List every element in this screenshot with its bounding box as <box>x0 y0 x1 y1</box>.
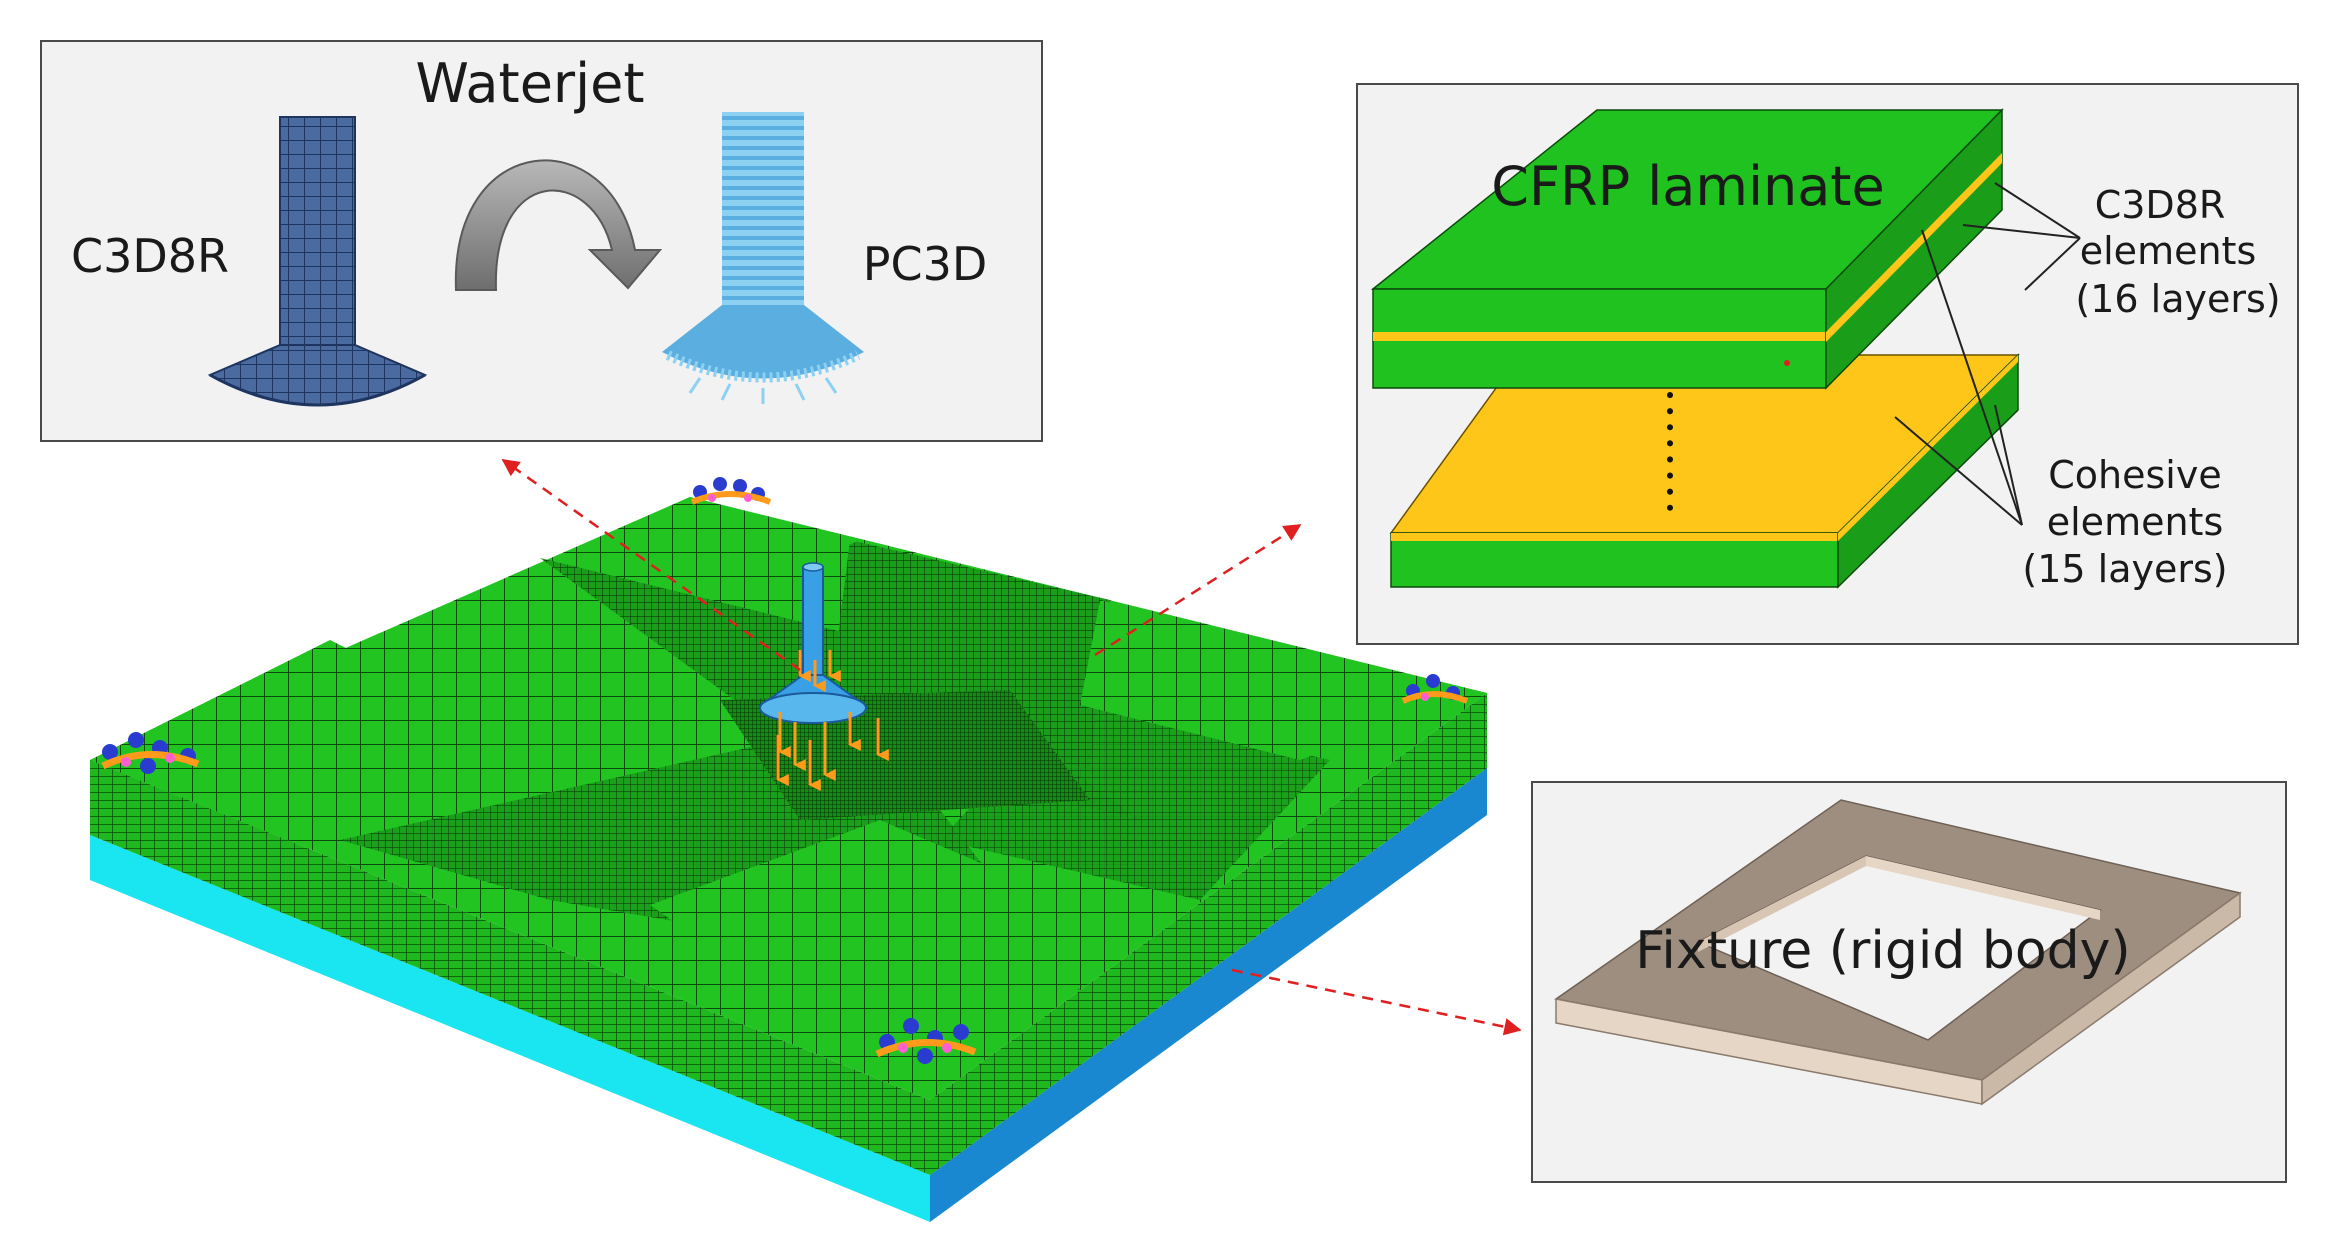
plate-front-face <box>90 760 930 1175</box>
fixture-base-front <box>90 835 930 1222</box>
waterjet-title: Waterjet <box>415 52 644 115</box>
cfrp-title: CFRP laminate <box>1491 155 1884 218</box>
bc-marker-bottom <box>875 1018 977 1064</box>
lower-sheet <box>1389 353 2020 589</box>
callout-arrow-fixture <box>1231 968 1522 1036</box>
pc3d-nozzle-particles <box>662 112 864 404</box>
c3d8r-label: C3D8R <box>71 229 229 283</box>
cohesive-elements-line3: (15 layers) <box>2022 547 2227 591</box>
plate-top-surface <box>90 497 1487 1100</box>
bc-marker-right <box>1401 674 1469 704</box>
laminate-panel: CFRP laminate C3D8R elements (16 layers)… <box>1356 83 2299 645</box>
velocity-arrows <box>776 650 889 791</box>
bc-marker-top <box>690 477 772 505</box>
transform-arc-arrow <box>454 159 663 291</box>
waterjet-panel: Waterjet C3D8R PC3D <box>40 40 1043 442</box>
main-plate-model <box>90 477 1487 1222</box>
fixture-frame <box>1554 799 2242 1106</box>
fixture-base-right <box>930 768 1487 1222</box>
pc3d-label: PC3D <box>863 237 988 291</box>
c3d8r-elements-line3: (16 layers) <box>2075 277 2280 321</box>
callout-arrow-laminate <box>1094 523 1302 657</box>
plate-waterjet-nozzle <box>758 562 868 724</box>
cohesive-elements-line1: Cohesive <box>2048 453 2221 497</box>
leader-lines <box>1894 182 2081 526</box>
boundary-markers <box>101 477 1469 1064</box>
c3d8r-nozzle-mesh <box>207 116 428 407</box>
plate-right-face <box>930 693 1487 1175</box>
c3d8r-elements-line1: C3D8R <box>2095 183 2226 227</box>
callout-arrow-waterjet <box>501 458 801 672</box>
fixture-panel: Fixture (rigid body) <box>1531 781 2287 1183</box>
cohesive-elements-line2: elements <box>2047 500 2224 544</box>
upper-sheet <box>1370 108 2004 390</box>
callout-arrows <box>501 458 1522 1036</box>
c3d8r-elements-line2: elements <box>2080 229 2257 273</box>
fixture-title: Fixture (rigid body) <box>1635 921 2130 981</box>
bc-marker-left <box>101 732 200 774</box>
